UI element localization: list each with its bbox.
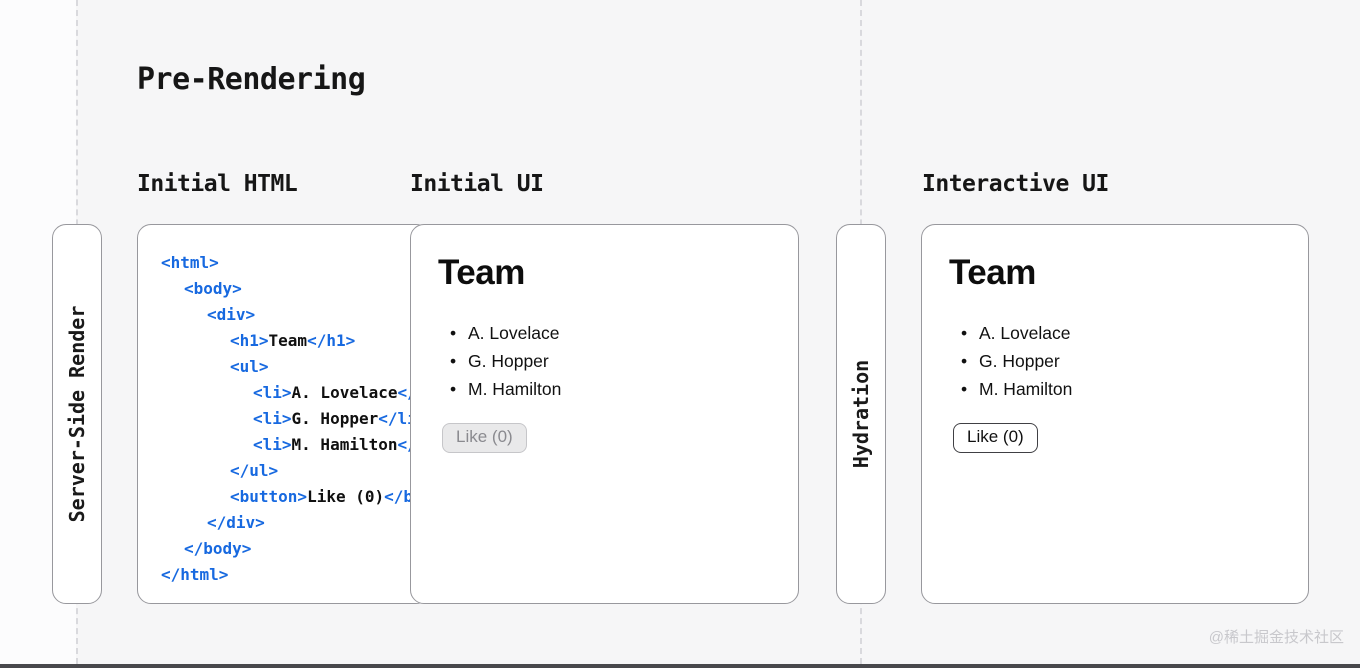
code-line: <html> [161, 253, 219, 272]
team-member-item: M. Hamilton [961, 375, 1308, 403]
team-member-item: A. Lovelace [961, 319, 1308, 347]
team-member-item: M. Hamilton [450, 375, 798, 403]
column-label-initial-ui: Initial UI [410, 171, 544, 197]
code-line: </ul> [230, 461, 279, 480]
initial-html-code-card: <html> <body> <div> <h1>Team</h1> <ul> <li>A.… [137, 224, 430, 604]
team-member-item: G. Hopper [450, 347, 798, 375]
team-member-item: A. Lovelace [450, 319, 798, 347]
hydration-label: Hydration [849, 359, 873, 469]
code-line: <li>G. Hopper</li> [253, 409, 427, 428]
column-label-interactive-ui: Interactive UI [922, 171, 1109, 197]
server-side-render-stage-pill: Server-Side Render [52, 224, 102, 604]
team-member-item: G. Hopper [961, 347, 1308, 375]
page-title: Pre-Rendering [137, 62, 366, 97]
team-member-list: A. LovelaceG. HopperM. Hamilton [949, 319, 1308, 403]
like-button-interactive[interactable]: Like (0) [953, 423, 1038, 453]
server-side-render-label: Server-Side Render [65, 305, 89, 523]
code-line: <li>M. Hamilton</li> [253, 435, 429, 454]
code-line: <button>Like (0)</button> [230, 487, 429, 506]
code-line: <div> [207, 305, 256, 324]
html-code-block: <html> <body> <div> <h1>Team</h1> <ul> <li>A.… [161, 250, 429, 588]
column-label-initial-html: Initial HTML [137, 171, 298, 197]
code-line: </body> [184, 539, 252, 558]
interactive-ui-card: Team A. LovelaceG. HopperM. Hamilton Lik… [921, 224, 1309, 604]
code-line: <body> [184, 279, 242, 298]
watermark: @稀土掘金技术社区 [1208, 629, 1344, 646]
initial-ui-card: Team A. LovelaceG. HopperM. Hamilton Lik… [410, 224, 799, 604]
like-button-disabled[interactable]: Like (0) [442, 423, 527, 453]
code-line: <h1>Team</h1> [230, 331, 356, 350]
code-line: </div> [207, 513, 265, 532]
hydration-stage-pill: Hydration [836, 224, 886, 604]
code-line: </html> [161, 565, 229, 584]
team-heading: Team [949, 253, 1036, 292]
code-line: <li>A. Lovelace</li> [253, 383, 429, 402]
code-line: <ul> [230, 357, 269, 376]
bottom-edge-bar [0, 664, 1360, 668]
team-member-list: A. LovelaceG. HopperM. Hamilton [438, 319, 798, 403]
team-heading: Team [438, 253, 525, 292]
